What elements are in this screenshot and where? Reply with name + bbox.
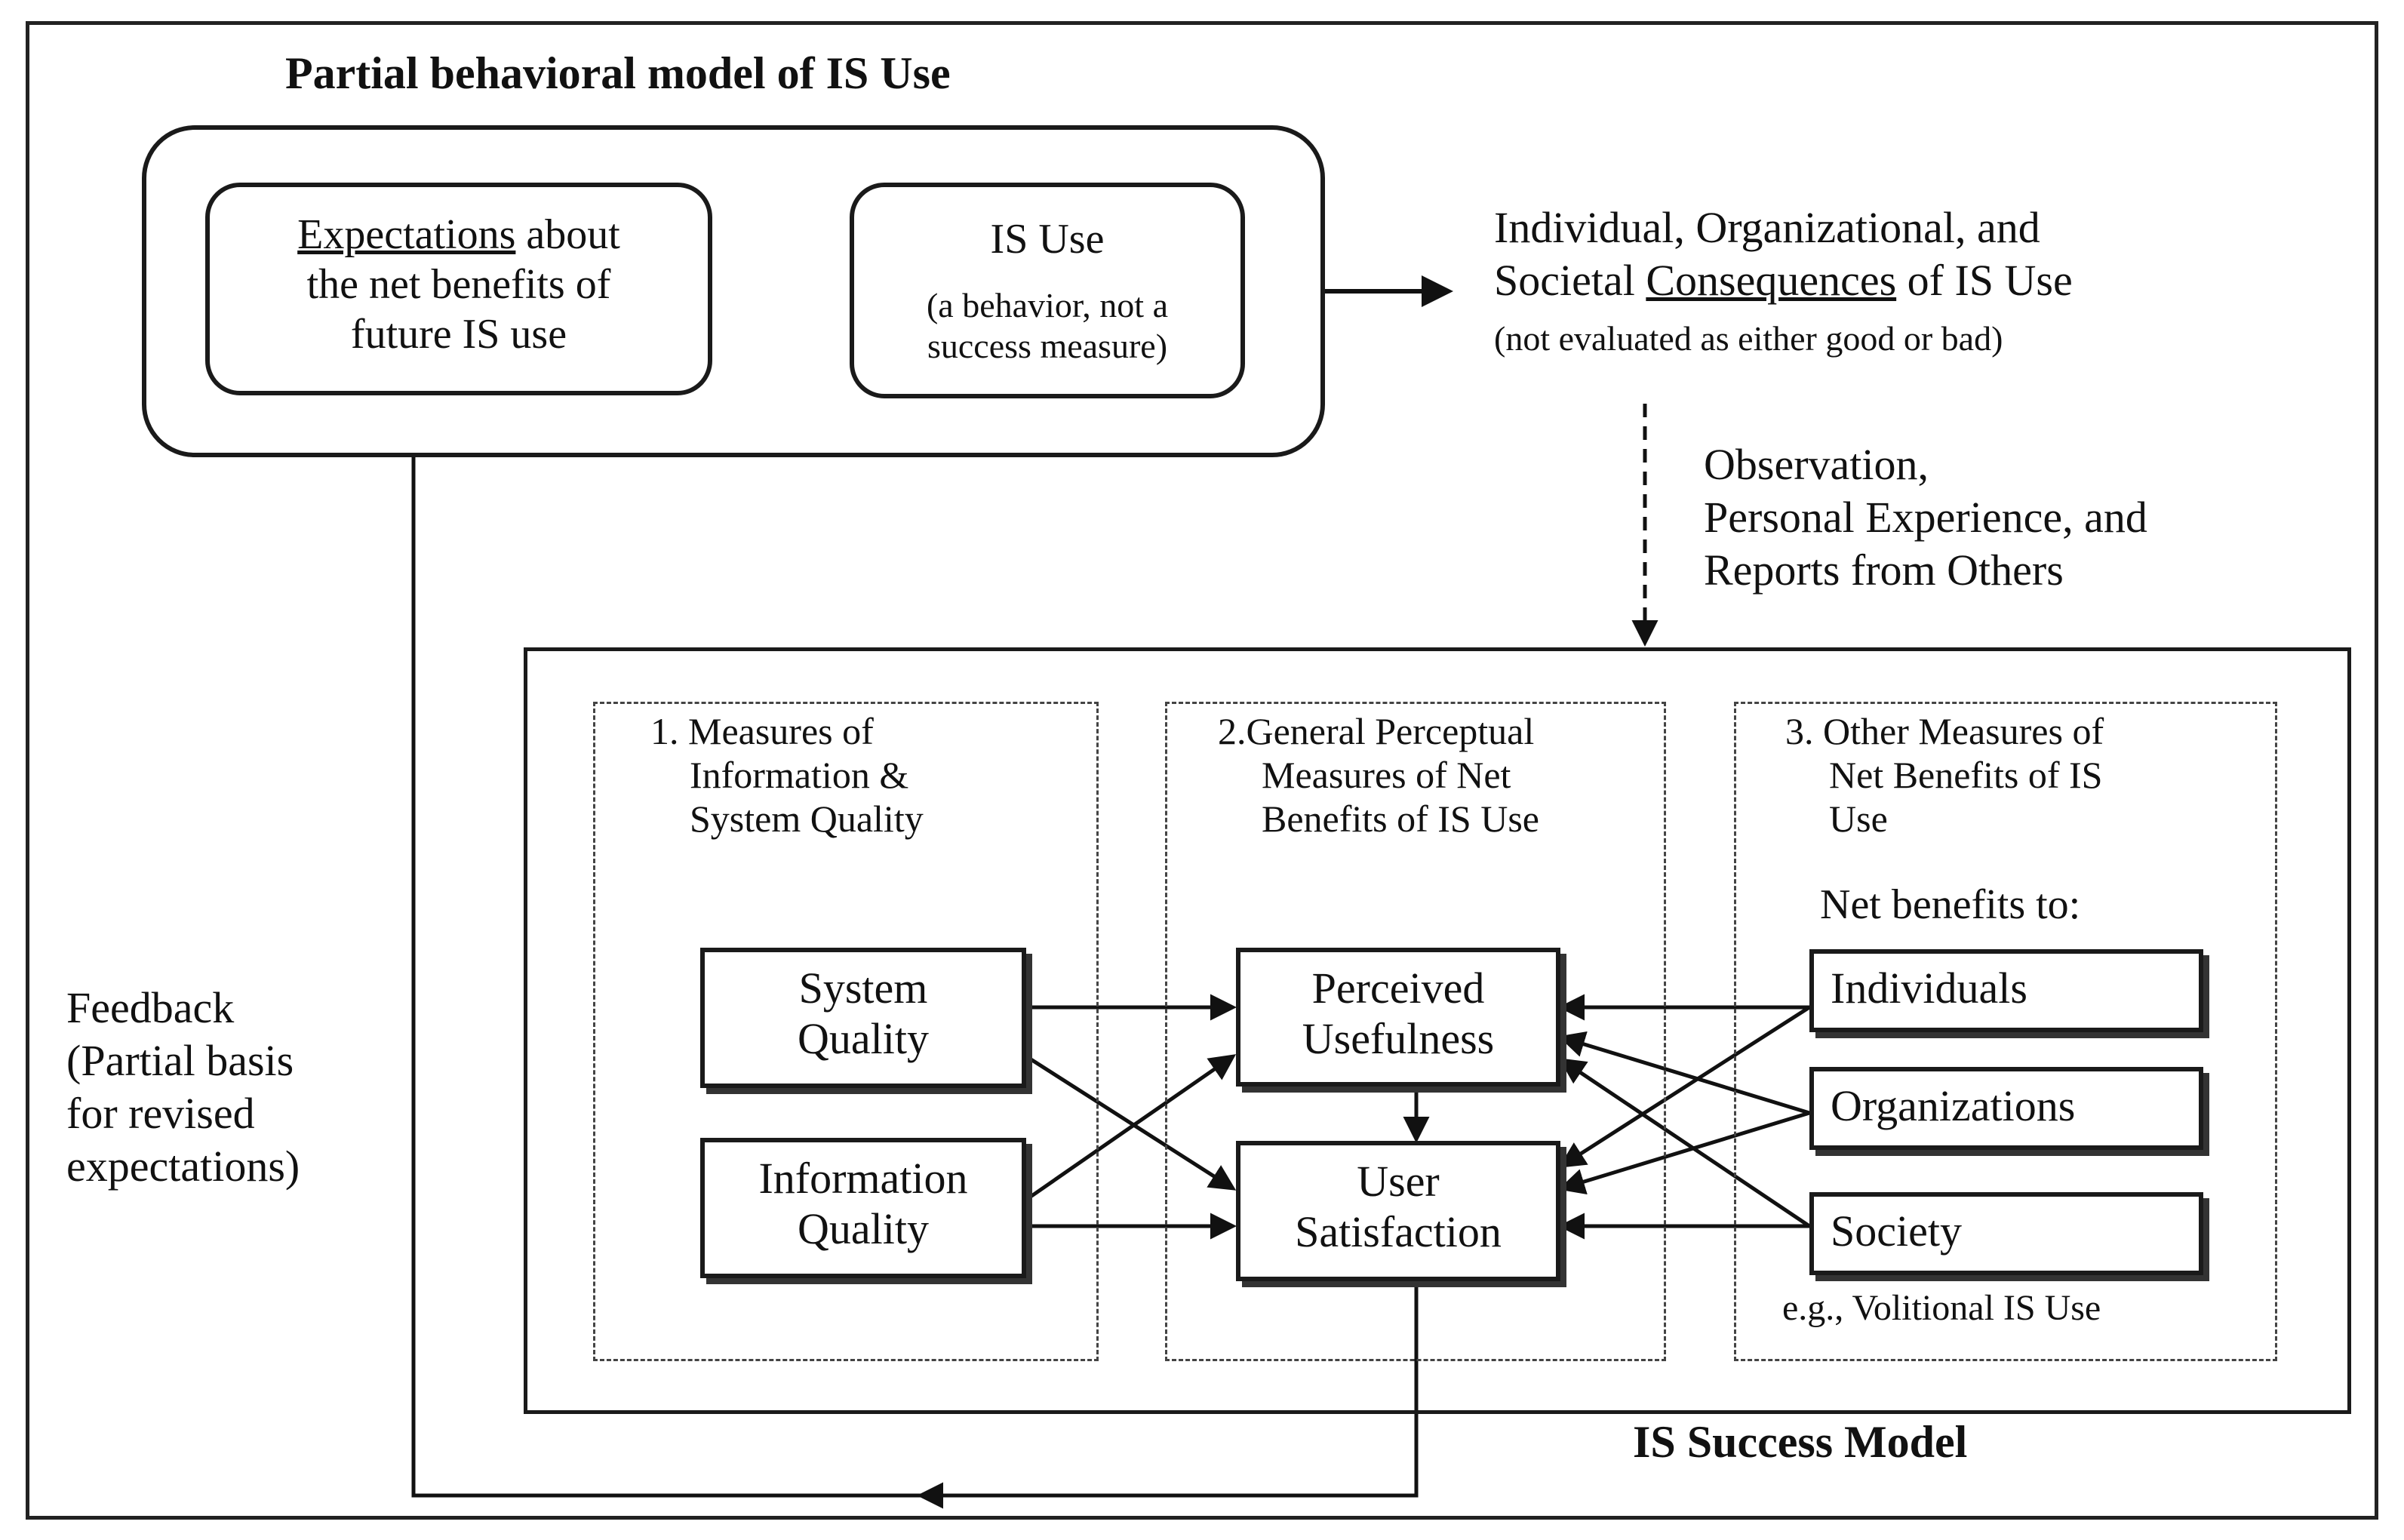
arrow-org-to-pu	[1558, 1031, 1810, 1115]
perceived-usefulness-line2: Usefulness	[1302, 1014, 1495, 1063]
expectations-line1-rest: about	[515, 211, 620, 258]
information-quality-line1: Information	[758, 1154, 968, 1203]
user-satisfaction-line1: User	[1357, 1157, 1440, 1206]
is-use-line1: (a behavior, not a	[926, 286, 1169, 325]
behavioral-model-title: Partial behavioral model of IS Use	[285, 48, 951, 98]
success-model-title: IS Success Model	[1633, 1417, 1968, 1467]
feedback-loop-line	[400, 395, 1419, 1498]
observation-line3: Reports from Others	[1704, 546, 2064, 595]
expectations-line2: the net benefits of	[306, 261, 611, 309]
success-model-container	[524, 647, 2351, 1414]
arrow-ind-to-us	[1558, 1005, 1811, 1168]
consequences-underlined: Consequences	[1646, 256, 1897, 305]
column2-panel	[1165, 702, 1666, 1361]
column2-line1: 2.General Perceptual	[1218, 710, 1535, 752]
is-use-line2: success measure)	[927, 327, 1168, 366]
is-use-title: IS Use	[990, 216, 1105, 263]
organizations-box: Organizations	[1809, 1067, 2203, 1150]
expectations-line3: future IS use	[350, 311, 567, 358]
system-quality-box: System Quality	[700, 948, 1026, 1088]
feedback-line1: Feedback	[66, 983, 235, 1032]
individuals-box: Individuals	[1809, 949, 2203, 1032]
expectations-underlined: Expectations	[297, 211, 516, 258]
observation-line2: Personal Experience, and	[1704, 493, 2147, 542]
society-label: Society	[1831, 1206, 1962, 1256]
consequences-line2-pre: Societal	[1494, 256, 1646, 305]
consequences-line3: (not evaluated as either good or bad)	[1494, 319, 2003, 358]
column3-line1: 3. Other Measures of	[1785, 710, 2104, 752]
system-quality-line2: Quality	[798, 1014, 929, 1063]
consequences-line2-post: of IS Use	[1896, 256, 2073, 305]
organizations-label: Organizations	[1831, 1081, 2076, 1130]
arrow-sq-to-us	[1025, 1054, 1237, 1191]
feedback-line3: for revised	[66, 1089, 255, 1138]
user-satisfaction-box: User Satisfaction	[1236, 1141, 1560, 1281]
perceived-usefulness-box: Perceived Usefulness	[1236, 948, 1560, 1087]
column2-line3: Benefits of IS Use	[1262, 798, 1539, 840]
system-quality-line1: System	[798, 964, 928, 1013]
arrow-iq-to-pu	[1025, 1054, 1237, 1202]
column3-panel	[1734, 702, 2277, 1361]
individuals-label: Individuals	[1831, 964, 2027, 1013]
is-use-box: IS Use (a behavior, not a success measur…	[850, 183, 1245, 398]
column3-line3: Use	[1829, 798, 1888, 840]
information-quality-box: Information Quality	[700, 1138, 1026, 1278]
feedback-line2: (Partial basis	[66, 1036, 294, 1085]
feedback-line4: expectations)	[66, 1142, 300, 1191]
column1-line2: Information &	[690, 754, 909, 796]
perceived-usefulness-line1: Perceived	[1311, 964, 1485, 1013]
arrow-soc-to-pu	[1558, 1058, 1811, 1228]
net-benefits-label: Net benefits to:	[1820, 881, 2081, 928]
observation-line1: Observation,	[1704, 440, 1929, 489]
society-box: Society	[1809, 1192, 2203, 1275]
information-quality-line2: Quality	[798, 1204, 929, 1253]
column1-line1: 1. Measures of	[650, 710, 874, 752]
column1-line3: System Quality	[690, 798, 924, 840]
column1-panel	[593, 702, 1099, 1361]
column3-line2: Net Benefits of IS	[1829, 754, 2103, 796]
arrow-org-to-us	[1558, 1111, 1810, 1194]
figure-frame	[26, 21, 2378, 1520]
column2-line2: Measures of Net	[1262, 754, 1511, 796]
expectations-box: Expectations about the net benefits of f…	[205, 183, 712, 395]
volitional-example: e.g., Volitional IS Use	[1782, 1288, 2101, 1328]
consequences-line2: Societal Consequences of IS Use	[1494, 255, 2073, 306]
consequences-line1: Individual, Organizational, and	[1494, 203, 2040, 252]
user-satisfaction-line2: Satisfaction	[1295, 1207, 1502, 1256]
